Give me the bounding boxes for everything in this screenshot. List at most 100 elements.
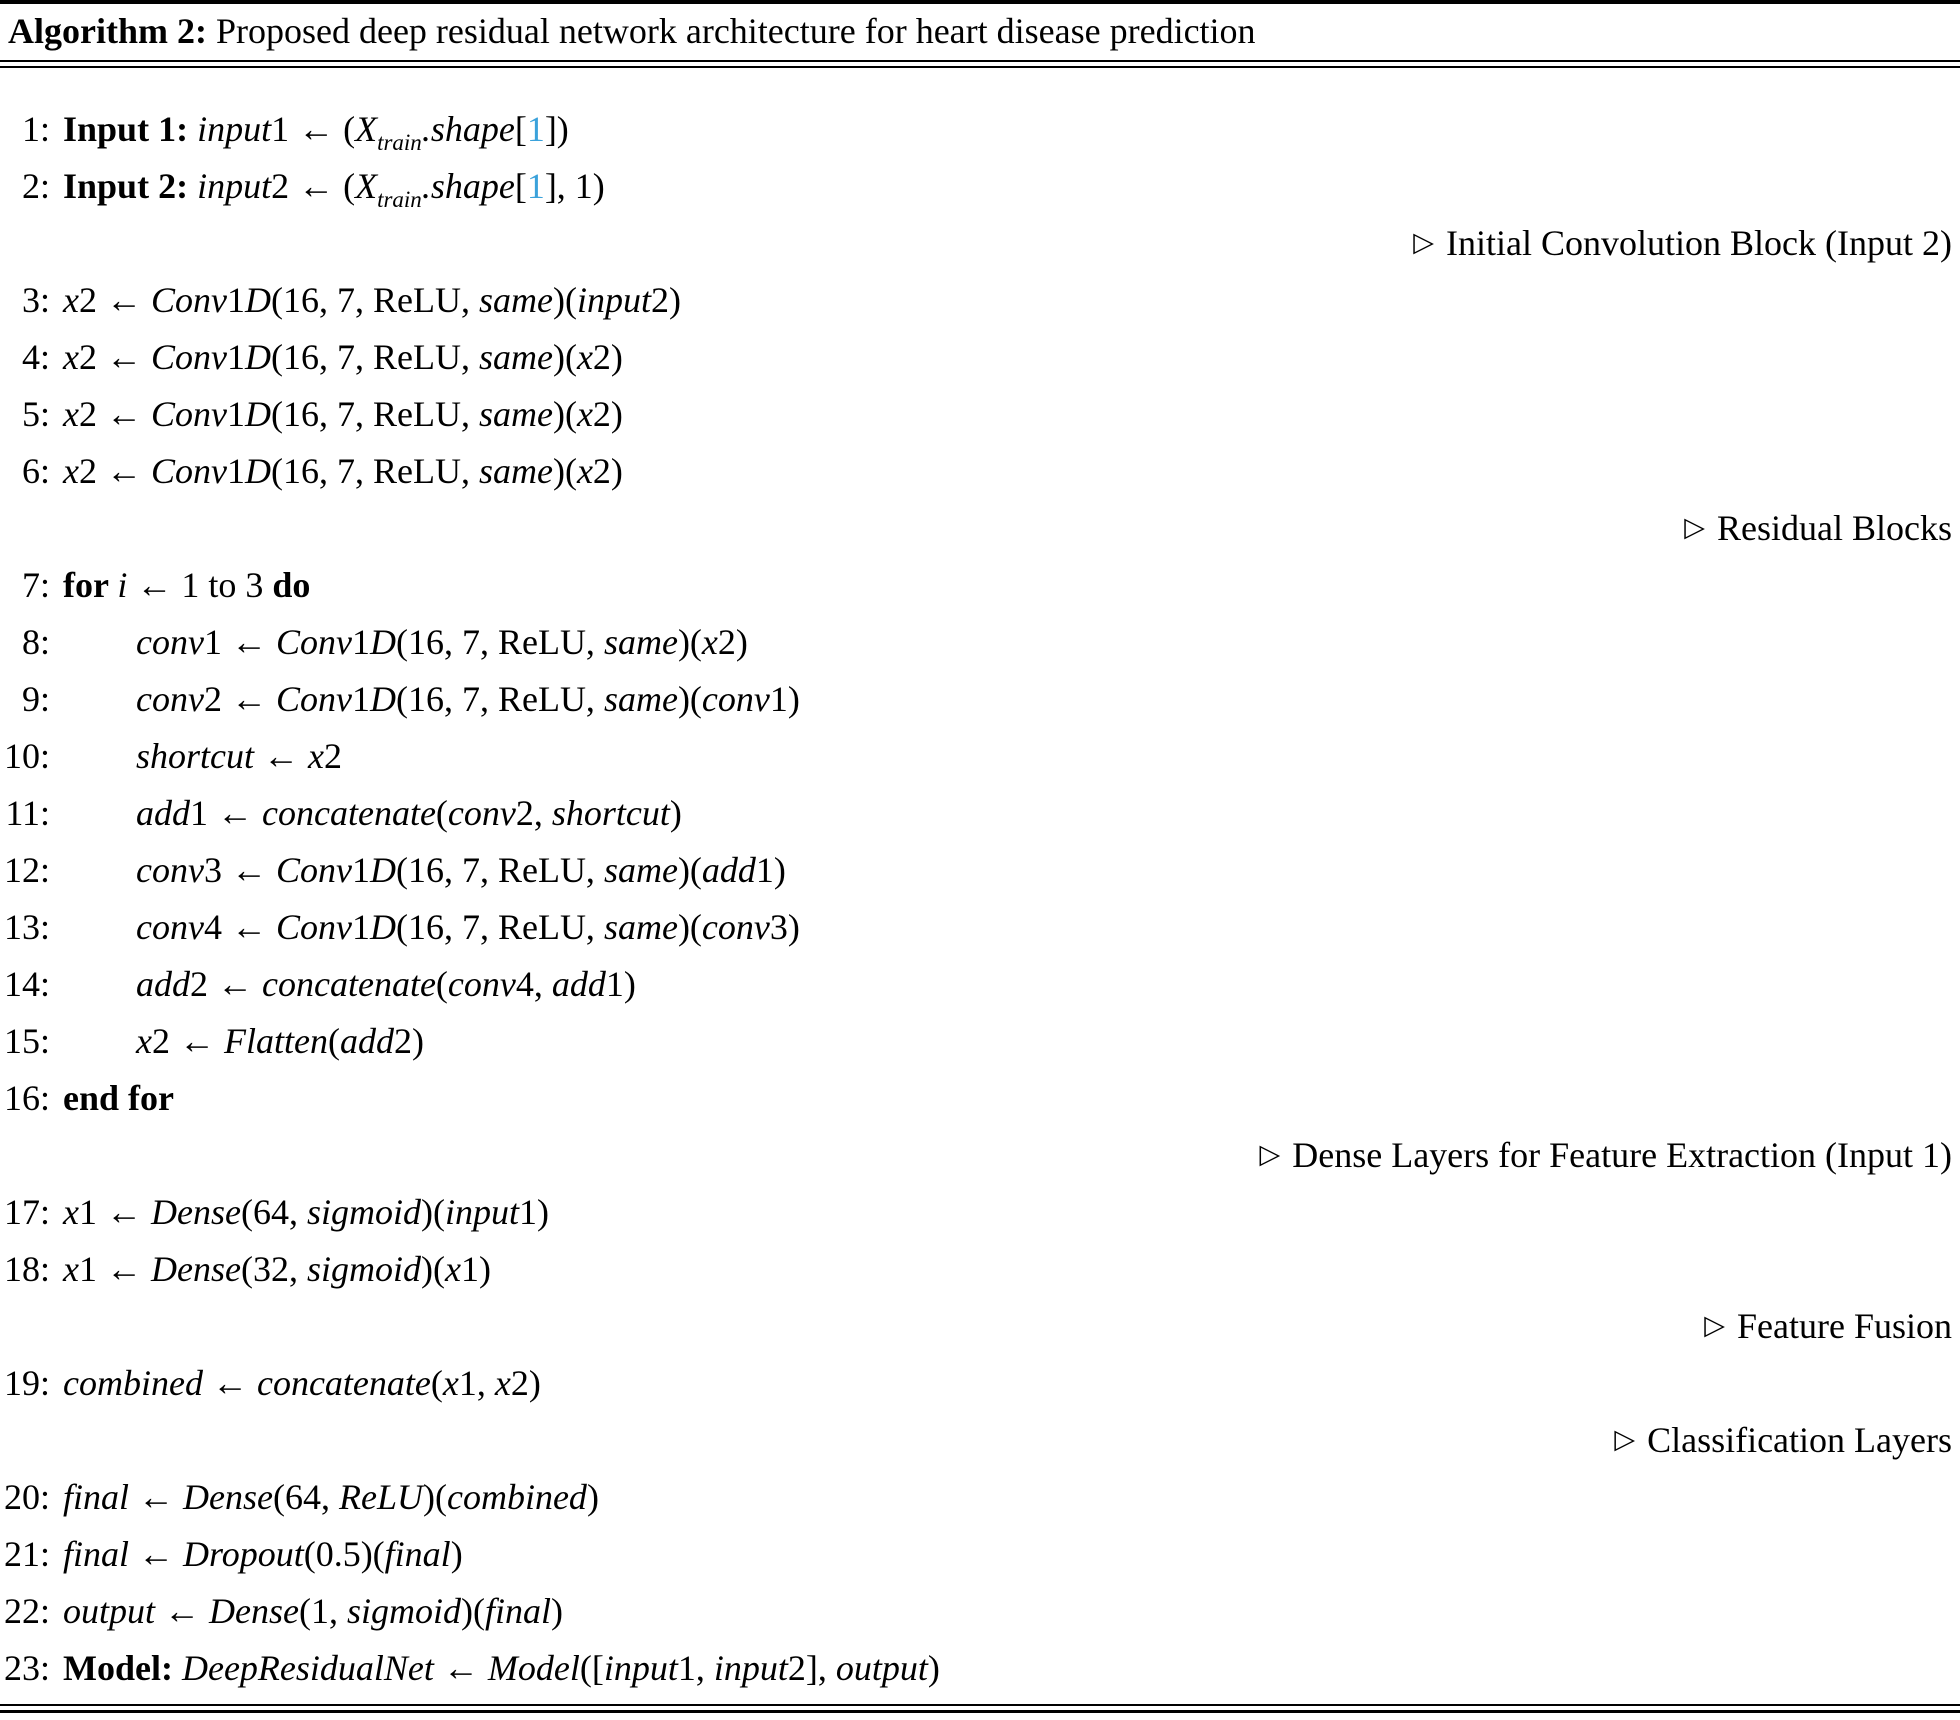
comment-line: ▷ Dense Layers for Feature Extraction (In… <box>2 1126 1952 1183</box>
code-segment: end for <box>63 1077 174 1118</box>
code-segment: Model <box>487 1647 580 1688</box>
code-segment: ]) <box>544 108 569 149</box>
code-segment: ], 1) <box>544 165 605 206</box>
code-segment: input <box>576 279 651 320</box>
line-number: 11: <box>5 792 50 833</box>
algorithm-line: 23:Model: DeepResidualNet ← Model([input… <box>2 1639 1952 1696</box>
code-segment: (1, <box>298 1590 347 1631</box>
algorithm-line: 13:conv4 ← Conv1D(16, 7, ReLU, same)(con… <box>2 898 1952 955</box>
code-segment: D <box>244 450 271 491</box>
line-number: 12: <box>3 849 50 890</box>
statement: shortcut ← x2 <box>136 735 342 777</box>
code-segment: conv <box>136 678 204 719</box>
code-segment: Conv <box>275 621 352 662</box>
code-segment: same <box>478 336 553 377</box>
code-segment: 2 ← <box>151 1020 224 1061</box>
code-segment: output <box>63 1590 156 1631</box>
algorithm-line: 2:Input 2: input2 ← (Xtrain.shape[1], 1) <box>2 157 1952 214</box>
code-segment: do <box>272 564 311 605</box>
code-segment: Model: <box>63 1647 182 1688</box>
code-segment: 1 <box>526 108 545 149</box>
code-segment: (64, <box>272 1476 339 1517</box>
code-segment: ([ <box>579 1647 604 1688</box>
comment-text: Dense Layers for Feature Extraction (Inp… <box>1292 1134 1952 1175</box>
statement: x2 ← Conv1D(16, 7, ReLU, same)(x2) <box>63 393 623 435</box>
code-segment: add <box>551 963 606 1004</box>
code-segment: concatenate <box>262 963 436 1004</box>
code-segment: input <box>603 1647 678 1688</box>
code-segment: Conv <box>275 906 352 947</box>
statement: final ← Dropout(0.5)(final) <box>63 1533 463 1575</box>
code-segment: x <box>63 1191 79 1232</box>
code-segment: )( <box>422 1476 447 1517</box>
code-segment: input <box>197 165 272 206</box>
code-segment: 2) <box>592 336 623 377</box>
code-segment: x <box>63 1248 79 1289</box>
code-segment: (16, 7, ReLU, <box>270 393 479 434</box>
code-segment: (16, 7, ReLU, <box>395 621 604 662</box>
algorithm-line: 9:conv2 ← Conv1D(16, 7, ReLU, same)(conv… <box>2 670 1952 727</box>
code-segment: Dense <box>150 1248 241 1289</box>
code-segment: 2], <box>787 1647 836 1688</box>
line-number: 8: <box>21 621 50 662</box>
algorithm-body: 1:Input 1: input1 ← (Xtrain.shape[1])2:I… <box>2 100 1952 1696</box>
comment-line: ▷Classification Layers <box>2 1411 1952 1468</box>
code-segment: ) <box>927 1647 940 1688</box>
code-segment: same <box>603 906 678 947</box>
algorithm-line: 3:x2 ← Conv1D(16, 7, ReLU, same)(input2) <box>2 271 1952 328</box>
code-segment: 2 ← <box>78 450 151 491</box>
code-segment: ← <box>433 1647 488 1688</box>
algorithm-line: 12:conv3 ← Conv1D(16, 7, ReLU, same)(add… <box>2 841 1952 898</box>
code-segment: x <box>63 393 79 434</box>
code-segment: D <box>244 279 271 320</box>
code-segment: conv <box>136 621 204 662</box>
code-segment: ( <box>327 1020 340 1061</box>
code-segment: )( <box>552 450 577 491</box>
code-segment: sigmoid <box>306 1191 421 1232</box>
code-segment: 2) <box>510 1362 541 1403</box>
code-segment: 1 ← <box>190 792 262 833</box>
code-segment: 2 ← <box>203 678 276 719</box>
code-segment: 1 <box>226 393 245 434</box>
code-segment: 1 <box>351 906 370 947</box>
code-segment: shortcut <box>551 792 670 833</box>
code-segment: 3) <box>769 906 800 947</box>
statement: conv4 ← Conv1D(16, 7, ReLU, same)(conv3) <box>136 906 800 948</box>
line-number: 20: <box>3 1476 50 1517</box>
code-segment: )( <box>420 1191 445 1232</box>
code-segment: x <box>136 1020 152 1061</box>
code-segment: (16, 7, ReLU, <box>395 849 604 890</box>
triangle-right-icon: ▷ <box>1259 1139 1281 1170</box>
code-segment: for <box>63 564 118 605</box>
algorithm-line: 14:add2 ← concatenate(conv4, add1) <box>2 955 1952 1012</box>
code-segment: x <box>63 450 79 491</box>
code-segment: 1, <box>458 1362 495 1403</box>
statement: x2 ← Conv1D(16, 7, ReLU, same)(input2) <box>63 279 681 321</box>
code-segment: 4, <box>515 963 552 1004</box>
code-segment: )( <box>461 1590 485 1631</box>
code-segment: )( <box>677 621 702 662</box>
code-segment: 1 ← ( <box>271 108 356 149</box>
code-segment: x <box>576 393 593 434</box>
line-number: 17: <box>3 1191 50 1232</box>
code-segment: same <box>478 393 553 434</box>
code-segment: 2 ← <box>78 393 151 434</box>
title-separator-rule <box>0 60 1960 68</box>
comment-line: ▷Feature Fusion <box>2 1297 1952 1354</box>
code-segment: ← 1 to 3 <box>127 564 273 605</box>
code-segment: add <box>136 792 190 833</box>
code-segment: final <box>384 1533 451 1574</box>
statement: output ← Dense(1, sigmoid)(final) <box>63 1590 563 1632</box>
algorithm-line: 20:final ← Dense(64, ReLU)(combined) <box>2 1468 1952 1525</box>
algorithm-line: 22:output ← Dense(1, sigmoid)(final) <box>2 1582 1952 1639</box>
code-segment: add <box>339 1020 394 1061</box>
code-segment: DeepResidualNet <box>181 1647 434 1688</box>
algorithm-line: 8:conv1 ← Conv1D(16, 7, ReLU, same)(x2) <box>2 613 1952 670</box>
statement: x2 ← Conv1D(16, 7, ReLU, same)(x2) <box>63 336 623 378</box>
line-number: 9: <box>21 678 50 719</box>
algorithm-title: Algorithm 2: Proposed deep residual netw… <box>8 10 1952 52</box>
algorithm-line: 21:final ← Dropout(0.5)(final) <box>2 1525 1952 1582</box>
code-segment: sigmoid <box>306 1248 421 1289</box>
code-segment: same <box>478 450 553 491</box>
